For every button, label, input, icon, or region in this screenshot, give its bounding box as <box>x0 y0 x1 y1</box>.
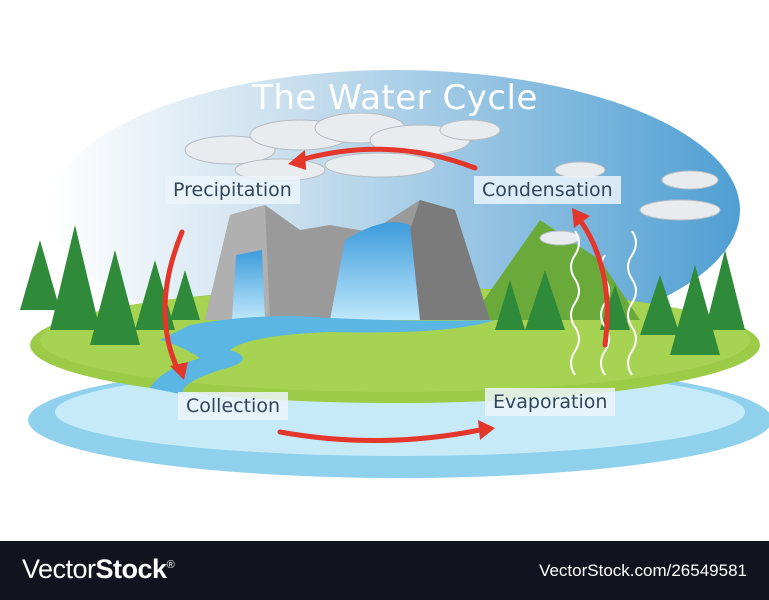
waterfalls <box>232 222 420 320</box>
arrow-collection-to-evaporation <box>277 427 483 444</box>
arrow-evaporation-to-condensation <box>577 217 610 348</box>
arrow-precipitation-to-collection <box>162 229 185 373</box>
label-collection: Collection <box>178 392 288 420</box>
arrow-condensation-to-precipitation <box>297 146 478 171</box>
diagram-title: The Water Cycle <box>252 78 538 118</box>
label-precipitation: Precipitation <box>165 176 300 204</box>
label-evaporation: Evaporation <box>485 388 616 416</box>
footer-bar: VectorStock® VectorStock.com/26549581 <box>0 541 769 600</box>
vectorstock-logo: VectorStock® <box>22 554 175 584</box>
cycle-arrows <box>162 146 610 444</box>
water-cycle-illustration <box>20 70 769 478</box>
stock-id: VectorStock.com/26549581 <box>539 561 747 580</box>
river <box>150 316 495 395</box>
clouds <box>184 112 721 246</box>
label-condensation: Condensation <box>474 176 621 204</box>
